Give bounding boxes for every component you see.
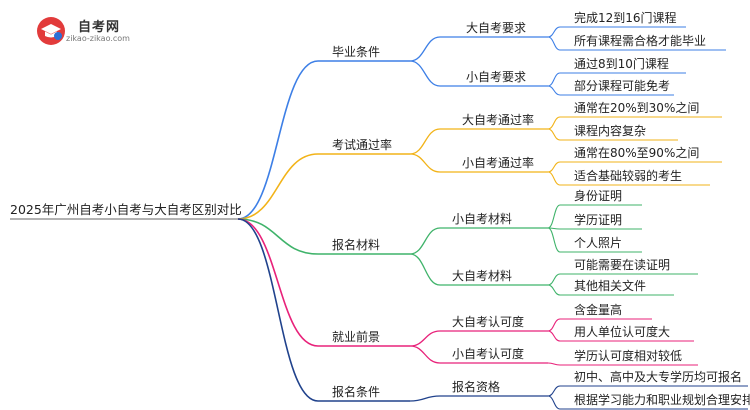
leaf-label: 学历证明	[574, 212, 622, 227]
leaf-label: 部分课程可能免考	[574, 78, 670, 93]
leaf-label: 可能需要在读证明	[574, 258, 670, 272]
subbranch-connector	[409, 345, 441, 364]
leaf-connector	[547, 284, 561, 296]
leaf-label: 通常在80%至90%之间	[574, 146, 699, 160]
leaf-label: 身份证明	[574, 188, 622, 203]
leaf-connector	[547, 72, 561, 87]
leaf-label: 根据学习能力和职业规划合理安排	[574, 392, 750, 407]
branch-label: 毕业条件	[332, 45, 380, 59]
leaf-label: 其他相关文件	[574, 278, 646, 293]
leaf-label: 个人照片	[574, 236, 622, 250]
branch-connector	[237, 218, 319, 402]
root-topic: 2025年广州自考小自考与大自考区别对比	[10, 202, 242, 217]
leaf-connector	[547, 171, 561, 186]
leaf-connector	[547, 85, 561, 96]
subbranch-label: 小自考材料	[452, 212, 512, 226]
leaf-connector	[547, 116, 561, 130]
leaf-connector	[547, 204, 561, 229]
leaf-label: 完成12到16门课程	[574, 10, 677, 25]
subbranch-connector	[409, 227, 441, 255]
leaf-connector	[547, 161, 561, 173]
leaf-connector	[547, 227, 561, 253]
logo-title: 自考网	[78, 20, 121, 35]
leaf-connector	[547, 330, 561, 342]
logo-url: zikao-zikao.com	[66, 34, 130, 43]
subbranch-connector	[409, 36, 441, 62]
branch-label: 考试通过率	[332, 137, 392, 152]
leaf-label: 适合基础较弱的考生	[574, 168, 682, 183]
subbranch-connector	[409, 395, 441, 402]
graduation-cap-icon	[37, 17, 65, 45]
subbranch-connector	[409, 253, 441, 286]
subbranch-connector	[409, 128, 441, 155]
subbranch-label: 小自考认可度	[452, 346, 524, 361]
branch-label: 就业前景	[332, 329, 380, 344]
subbranch-connector	[409, 153, 441, 173]
branch-label: 报名条件	[332, 384, 380, 399]
subbranch-connector	[409, 330, 441, 347]
subbranch-label: 小自考要求	[466, 70, 526, 84]
leaf-label: 学历认可度相对较低	[574, 348, 682, 363]
subbranch-label: 小自考通过率	[462, 155, 534, 170]
leaf-connector	[547, 36, 561, 51]
leaf-label: 课程内容复杂	[574, 123, 646, 138]
branch-connector	[237, 218, 319, 347]
leaf-label: 通过8到10门课程	[574, 56, 669, 71]
leaf-label: 用人单位认可度大	[574, 324, 670, 339]
leaf-label: 含金量高	[574, 302, 622, 317]
leaf-connector	[547, 26, 561, 38]
leaf-label: 初中、高中及大专学历均可报名	[574, 369, 742, 384]
site-logo: 自考网 zikao-zikao.com	[36, 12, 146, 52]
branch-label: 报名材料	[332, 237, 380, 252]
leaf-connector	[547, 318, 561, 332]
subbranch-connector	[409, 60, 441, 87]
subbranch-label: 报名资格	[452, 379, 500, 394]
subbranch-label: 大自考要求	[466, 21, 526, 35]
branch-connector	[237, 60, 319, 220]
subbranch-label: 大自考材料	[452, 269, 512, 283]
leaf-label: 所有课程需合格才能毕业	[574, 33, 706, 48]
leaf-connector	[547, 128, 561, 141]
subbranch-label: 大自考认可度	[452, 314, 524, 329]
leaf-label: 通常在20%到30%之间	[574, 101, 699, 115]
leaf-connector	[547, 273, 561, 286]
branch-connector	[237, 153, 319, 220]
leaf-connector	[547, 362, 561, 366]
subbranch-label: 大自考通过率	[462, 112, 534, 127]
leaf-connector	[547, 395, 561, 410]
branch-connector	[237, 218, 319, 255]
leaf-connector	[547, 385, 561, 397]
